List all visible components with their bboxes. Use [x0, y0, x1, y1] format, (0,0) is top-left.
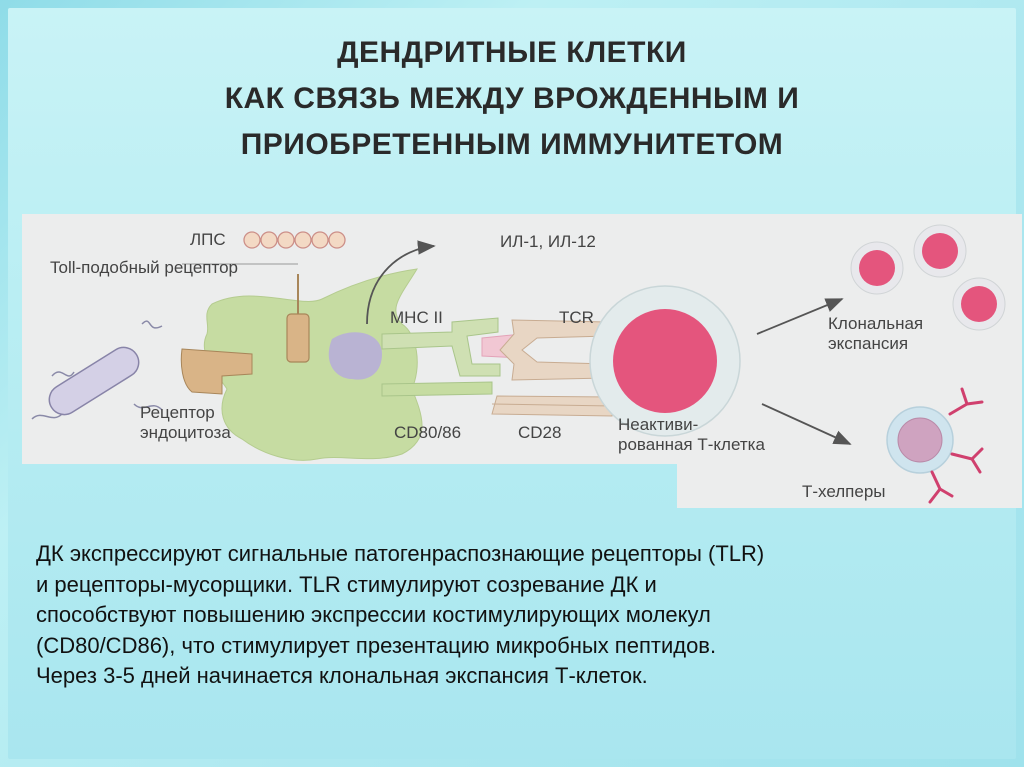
label-tcr: TCR [559, 308, 594, 327]
clonal-expansion-arrow [756, 298, 844, 335]
title-line-2: КАК СВЯЗЬ МЕЖДУ ВРОЖДЕННЫМ И [224, 82, 800, 115]
description-line-4: (CD80/CD86), что стимулирует презентацию… [36, 632, 717, 658]
dc-nucleus [328, 332, 382, 380]
title-line-3: ПРИОБРЕТЕННЫМ ИММУНИТЕТОМ [240, 128, 784, 161]
label-cytokines: ИЛ-1, ИЛ-12 [500, 232, 596, 251]
label-cd28: CD28 [518, 423, 562, 442]
description-line-3: способствуют повышению экспрессии костим… [36, 602, 711, 627]
title-line-1: ДЕНДРИТНЫЕ КЛЕТКИ [337, 36, 687, 69]
t-helper-arrow [761, 403, 852, 445]
label-clonal-1: Клональная [828, 314, 924, 333]
endocytosis-receptor [180, 348, 253, 395]
toll-like-receptor [286, 313, 310, 363]
description-text: ДК экспрессируют сигнальные патогенраспо… [36, 539, 1006, 692]
naive-t-cell-nucleus [613, 309, 717, 413]
mhc-ii [381, 317, 501, 377]
description-line-2: и рецепторы-мусорщики. TLR стимулируют с… [36, 571, 657, 597]
label-mhc-ii: МНС II [390, 308, 443, 327]
label-endocytosis-1: Рецептор [140, 403, 215, 422]
label-toll-like-receptor: Toll-подобный рецептор [50, 258, 239, 277]
label-endocytosis-2: эндоцитоза [140, 423, 231, 442]
label-t-helpers: Т-хелперы [802, 482, 886, 501]
label-inactive-t-cell-1: Неактиви- [618, 415, 699, 434]
clonal-cells [850, 224, 1006, 331]
dendritic-cell-diagram: ЛПС Toll-подобный рецептор ИЛ-1, ИЛ-12 М… [22, 214, 1022, 514]
label-lps: ЛПС [190, 230, 226, 249]
lps-chain [243, 231, 346, 249]
description-line-1: ДК экспрессируют сигнальные патогенраспо… [36, 541, 765, 566]
bacterium-icon [31, 320, 163, 420]
cd80-86 [381, 381, 493, 397]
t-helper-cell [886, 387, 984, 504]
cytokine-arrow [366, 240, 436, 325]
label-clonal-2: экспансия [828, 334, 909, 353]
cd28 [491, 395, 613, 417]
label-inactive-t-cell-2: рованная Т-клетка [618, 435, 765, 454]
diagram-svg [22, 214, 1022, 508]
slide-title: ДЕНДРИТНЫЕ КЛЕТКИ КАК СВЯЗЬ МЕЖДУ ВРОЖДЕ… [0, 30, 1024, 168]
label-cd80-86: CD80/86 [394, 423, 462, 442]
description-line-5: Через 3-5 дней начинается клональная экс… [36, 663, 648, 688]
